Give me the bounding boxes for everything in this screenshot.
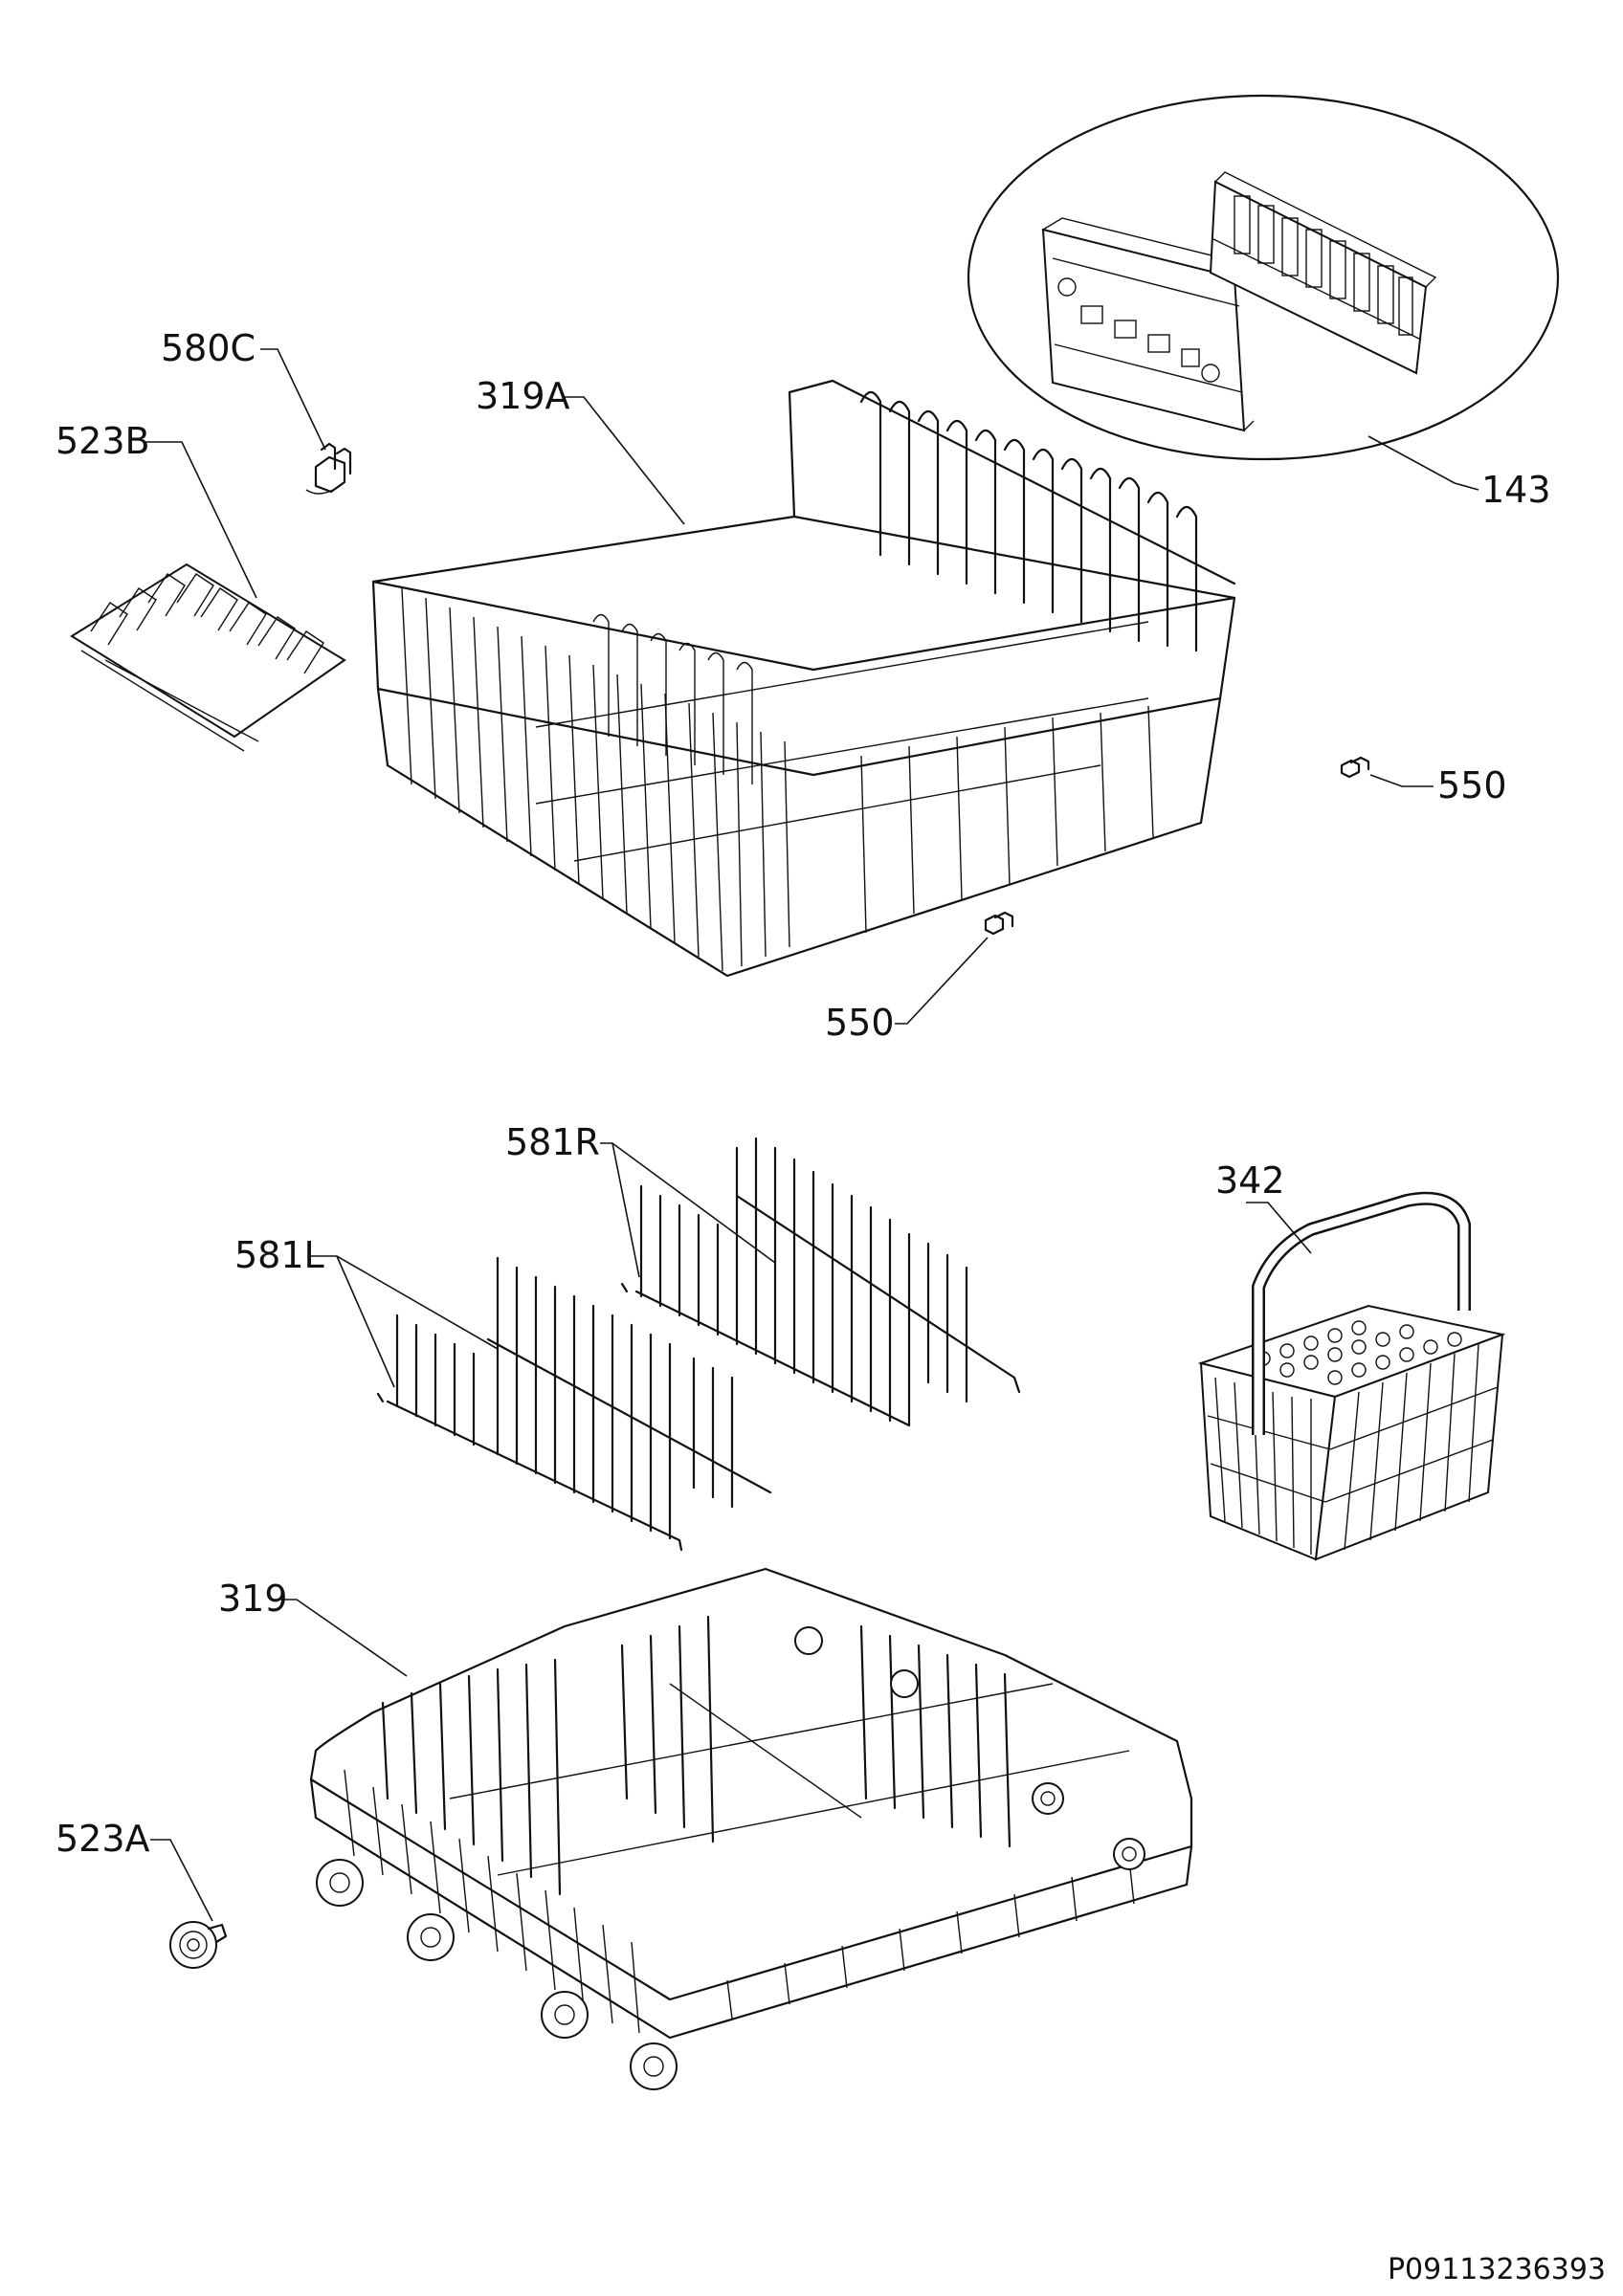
leader-550-right	[1369, 774, 1434, 787]
callout-580C: 580C	[161, 327, 256, 369]
callout-319: 319	[218, 1578, 288, 1620]
lower-basket-top-rim	[314, 1567, 1193, 1800]
lower-basket-front-rim	[309, 1777, 1193, 2001]
leader-319	[275, 1599, 408, 1677]
lower-basket-wheels	[316, 1626, 1145, 2090]
part-342-cutlery-basket: 342	[1197, 1159, 1506, 1561]
part-580C-clip: 580C	[161, 327, 352, 495]
callout-581L: 581L	[234, 1234, 324, 1276]
part-143-right-piece	[1209, 171, 1437, 375]
callout-550-lower: 550	[825, 1002, 895, 1044]
callout-523B: 523B	[56, 420, 150, 462]
leader-581R-b	[611, 1142, 640, 1278]
leader-143	[1367, 435, 1479, 491]
upper-basket-top-rim	[371, 515, 1236, 672]
part-523B-cup-shelf: 523B	[56, 420, 346, 752]
part-581L-tine-rack: 581L	[234, 1234, 772, 1552]
document-id: P09113236393	[1388, 2253, 1606, 2286]
callout-581R: 581R	[505, 1121, 600, 1163]
leader-581L-b	[336, 1255, 395, 1388]
upper-basket-mid-rim	[376, 687, 1222, 777]
part-319A-upper-basket: 319A	[371, 375, 1236, 978]
leader-319A	[563, 396, 685, 525]
callout-319A: 319A	[476, 375, 570, 417]
detail-ellipse	[967, 94, 1560, 461]
leader-580C	[260, 348, 326, 451]
part-319-lower-basket: 319	[218, 1567, 1193, 2090]
callout-342: 342	[1215, 1159, 1285, 1202]
part-523A-wheel: 523A	[56, 1818, 228, 1969]
leader-550-lower	[895, 937, 989, 1025]
part-550-lower: 550	[825, 911, 1014, 1044]
leader-523A	[150, 1839, 213, 1922]
callout-143: 143	[1481, 469, 1551, 511]
leader-523B	[145, 441, 257, 599]
part-550-right: 550	[1340, 756, 1507, 806]
leader-342	[1246, 1202, 1312, 1254]
part-581R-tine-rack: 581R	[505, 1121, 1021, 1427]
leader-581L-a	[311, 1255, 499, 1350]
callout-550-right: 550	[1437, 764, 1507, 806]
part-143-detail: 143	[967, 94, 1560, 511]
upper-basket-bottom-rim	[386, 763, 1203, 978]
callout-523A: 523A	[56, 1818, 150, 1860]
